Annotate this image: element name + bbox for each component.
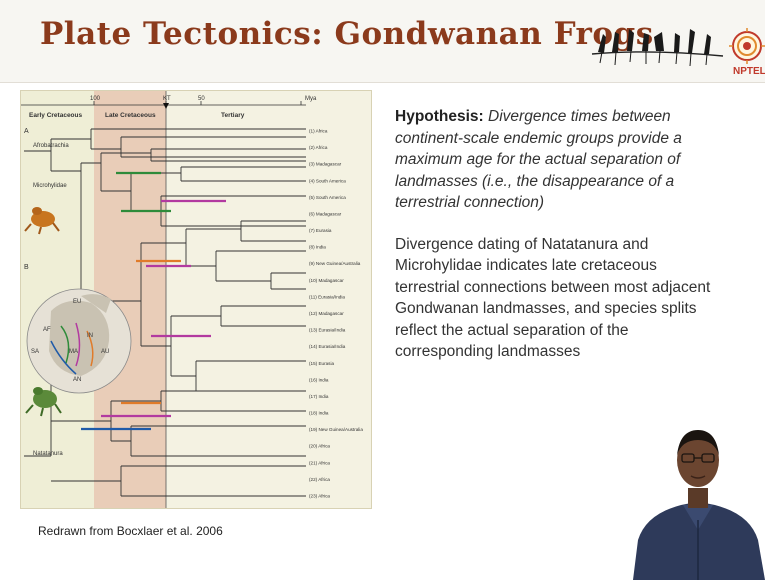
text-column: Hypothesis: Divergence times between con…: [395, 106, 725, 363]
phylogeny-figure: 100 KT 50 Mya Early Cretaceous Late Cret…: [20, 90, 372, 509]
period-late-cretaceous: Late Cretaceous: [105, 112, 156, 119]
tip-label: (11) Eurasia/India: [309, 294, 345, 299]
map-label-in: IN: [87, 333, 93, 339]
map-label-eu: EU: [73, 299, 81, 305]
tertiary-band: [166, 91, 371, 508]
tip-label: (21) Africa: [309, 460, 330, 465]
tip-label: (8) India: [309, 245, 326, 250]
tip-label: (16) India: [309, 377, 329, 382]
hypothesis-paragraph: Hypothesis: Divergence times between con…: [395, 106, 725, 214]
presenter-image: [628, 410, 765, 580]
tip-label: (7) Eurasia: [309, 228, 332, 233]
figure-caption: Redrawn from Bocxlaer et al. 2006: [38, 524, 223, 538]
slide-title: Plate Tectonics: Gondwanan Frogs: [40, 16, 654, 52]
tip-label: (19) New Guinea/Australia: [309, 427, 363, 432]
period-tertiary: Tertiary: [221, 112, 245, 119]
divergence-paragraph: Divergence dating of Natatanura and Micr…: [395, 234, 725, 363]
tip-label: (17) India: [309, 394, 329, 399]
tip-label: (2) Africa: [309, 145, 328, 150]
tip-label: (1) Africa: [309, 129, 328, 134]
map-label-ma: MA: [69, 349, 78, 355]
map-label-af: AF: [43, 327, 51, 333]
birds-on-wire-icon: [590, 18, 725, 73]
logo-text: NPTEL: [733, 66, 765, 77]
phylogeny-tree: 100 KT 50 Mya Early Cretaceous Late Cret…: [21, 91, 371, 508]
panel-label-a: A: [24, 128, 29, 135]
clade-microhylidae: Microhylidae: [33, 183, 67, 189]
tip-label: (3) Madagascar: [309, 162, 342, 167]
tip-label: (15) Eurasia: [309, 361, 334, 366]
panel-label-b: B: [24, 264, 29, 271]
map-label-au: AU: [101, 349, 109, 355]
title-bar: Plate Tectonics: Gondwanan Frogs: [0, 0, 765, 83]
axis-tick-mya: Mya: [305, 96, 317, 102]
tip-label: (5) South America: [309, 195, 346, 200]
tip-label: (9) New Guinea/Australia: [309, 261, 361, 266]
tip-label: (23) Africa: [309, 494, 330, 499]
map-label-sa: SA: [31, 349, 39, 355]
tip-label: (13) Eurasia/India: [309, 328, 346, 333]
tip-label: (22) Africa: [309, 477, 330, 482]
tip-label: (6) Madagascar: [309, 211, 342, 216]
gondwana-map: EU AF IN MA AU SA AN: [27, 289, 131, 393]
tip-label: (4) South America: [309, 178, 346, 183]
tip-label: (12) Madagascar: [309, 311, 344, 316]
tip-label: (18) India: [309, 411, 329, 416]
tip-label: (10) Madagascar: [309, 278, 344, 283]
tip-label: (14) Eurasia/India: [309, 344, 346, 349]
axis-tick-kt: KT: [163, 96, 171, 102]
axis-tick-100: 100: [90, 96, 101, 102]
tip-label: (20) Africa: [309, 444, 330, 449]
axis-tick-50: 50: [198, 96, 205, 102]
hypothesis-label: Hypothesis:: [395, 108, 484, 125]
period-early-cretaceous: Early Cretaceous: [29, 112, 82, 119]
map-label-an: AN: [73, 377, 81, 383]
